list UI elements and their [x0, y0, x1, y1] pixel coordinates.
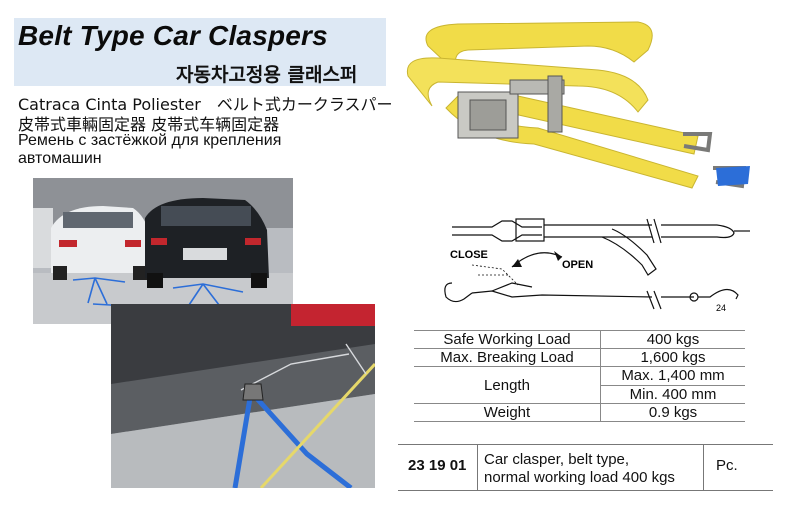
- close-label: CLOSE: [450, 249, 488, 261]
- ratchet-diagram: CLOSE OPEN 24: [444, 218, 750, 313]
- parking-cars-photo: [33, 178, 293, 324]
- title-box: [14, 18, 386, 86]
- spec-value: 0.9 kgs: [600, 403, 745, 422]
- column-divider: [703, 445, 704, 490]
- order-description-line1: Car clasper, belt type,: [484, 451, 630, 468]
- alt-name-russian-line2: автомашин: [18, 150, 102, 167]
- korean-title: 자동차고정용 클래스퍼: [176, 64, 358, 86]
- spec-row-weight: Weight 0.9 kgs: [414, 403, 745, 422]
- spec-row-safe-working-load: Safe Working Load 400 kgs: [414, 330, 745, 349]
- spec-label: Max. Breaking Load: [414, 348, 601, 367]
- blue-strap: [232, 390, 353, 488]
- bumper-closeup-photo: [111, 304, 375, 488]
- spec-row-max-breaking-load: Max. Breaking Load 1,600 kgs: [414, 348, 745, 367]
- column-divider: [477, 445, 478, 490]
- spec-value: Max. 1,400 mm: [600, 366, 745, 385]
- spec-value: Min. 400 mm: [600, 384, 745, 404]
- open-label: OPEN: [562, 259, 593, 271]
- spec-label: Safe Working Load: [414, 330, 601, 349]
- white-suv: [51, 206, 151, 280]
- order-description-line2: normal working load 400 kgs: [484, 469, 675, 486]
- spec-label: Weight: [414, 403, 601, 422]
- spec-table: Safe Working Load 400 kgs Max. Breaking …: [414, 330, 745, 422]
- order-unit: Pc.: [716, 457, 738, 474]
- ratchet-buckle: [457, 75, 565, 139]
- spec-value: 400 kgs: [600, 330, 745, 349]
- hook-mark-label: 24: [716, 303, 726, 313]
- alt-name-portuguese-japanese: Catraca Cinta Poliester ベルト式カークラスパー: [18, 95, 393, 114]
- spec-value: 1,600 kgs: [600, 348, 745, 367]
- spec-row-length-max: Length Max. 1,400 mm: [414, 366, 745, 404]
- alt-name-russian-line1: Ремень с застёжкой для крепления: [18, 132, 282, 149]
- order-row: 23 19 01 Car clasper, belt type, normal …: [398, 444, 773, 491]
- spec-label: Length: [414, 366, 601, 404]
- page-title: Belt Type Car Claspers: [18, 20, 328, 51]
- black-suv: [145, 198, 269, 288]
- belt-coil: [406, 21, 653, 113]
- alt-name-chinese: 皮帯式車輛固定器 皮帯式车辆固定器: [18, 115, 280, 134]
- yellow-belt-ratchet-photo: [398, 16, 783, 196]
- wire-cable: [240, 343, 367, 391]
- order-code: 23 19 01: [408, 457, 467, 474]
- spec-row-length-min: Min. 400 mm: [414, 384, 745, 404]
